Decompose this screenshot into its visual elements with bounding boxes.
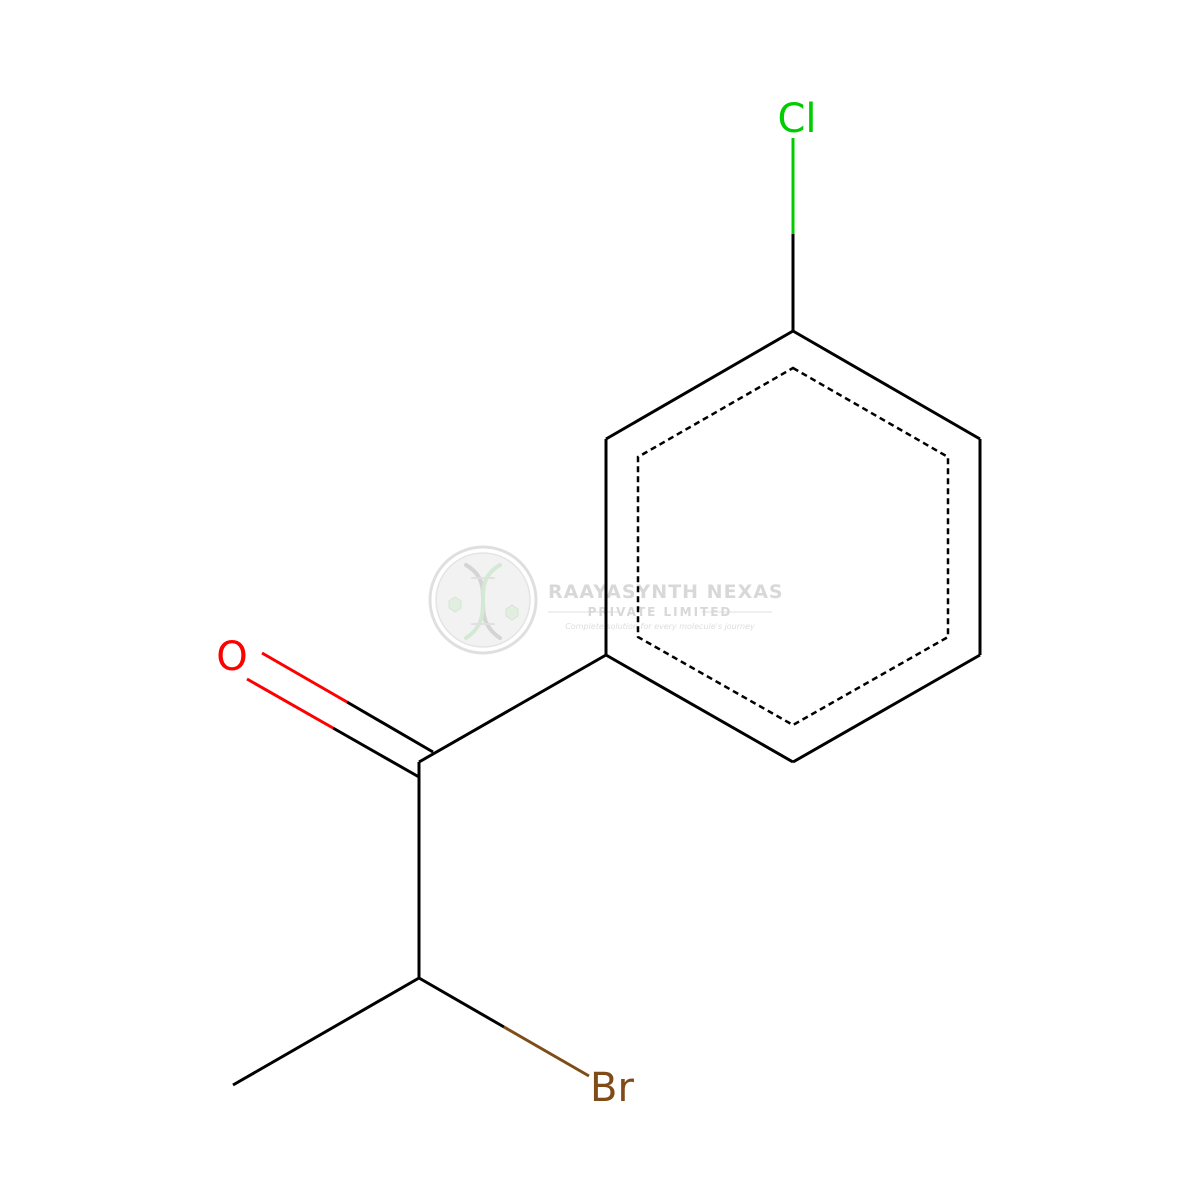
bond-co-inner-oxygen-half [246,677,334,730]
ring-bond-6 [605,329,794,441]
ring-bond-4 [605,653,794,764]
bonds [232,138,982,1087]
aromatic-ring-dashed [636,366,950,727]
hexagon-right-icon [505,604,519,621]
bond-co-outer-oxygen-half [261,651,348,704]
hexagon-left-icon [448,596,462,613]
bond-co-outer-carbon-half [346,700,434,754]
bond-c-br-bromine-half [503,1025,590,1078]
watermark-tagline: Complete solution for every molecule's j… [565,622,755,631]
atom-label-oxygen: O [216,634,247,680]
ring-bond-1 [792,329,981,441]
bond-alpha-methyl [232,976,420,1087]
ring-bond-3 [792,653,981,764]
watermark-logo-ring [428,545,538,655]
bond-c-br-carbon-half [418,976,505,1029]
atom-label-bromine: Br [590,1065,634,1111]
bond-ring-carbonyl [418,653,607,764]
atom-label-chlorine: Cl [777,96,816,142]
dna-helix-icon [464,563,502,640]
watermark-company: RAAYASYNTH NEXAS [548,581,784,603]
watermark-subtitle: PRIVATE LIMITED [588,605,733,619]
bond-co-inner-carbon-half [332,726,420,779]
